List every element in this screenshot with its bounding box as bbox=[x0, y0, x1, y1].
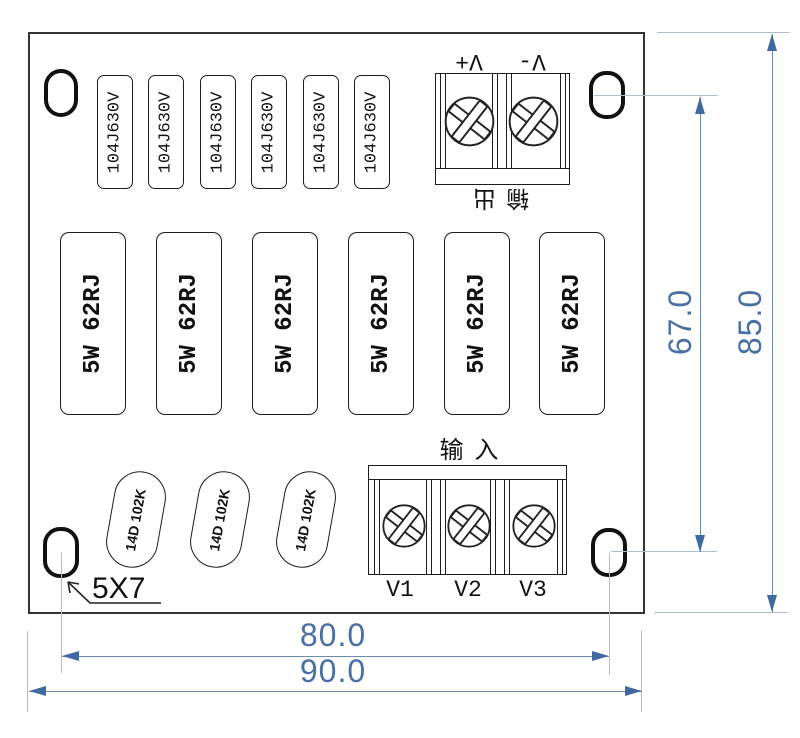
extension-line bbox=[27, 631, 28, 712]
dimension-line-85 bbox=[766, 34, 777, 612]
output-pin-label-vplus: V+ bbox=[455, 48, 483, 74]
screw-icon bbox=[512, 504, 556, 548]
terminal-rail bbox=[560, 74, 561, 169]
capacitor-label: 104J630V bbox=[105, 91, 125, 173]
resistor: 5W 62RJ bbox=[539, 232, 605, 415]
resistor: 5W 62RJ bbox=[252, 232, 318, 415]
resistor: 5W 62RJ bbox=[444, 232, 510, 415]
varistor-label: 14D 102K bbox=[206, 487, 234, 552]
resistor: 5W 62RJ bbox=[156, 232, 222, 415]
resistor: 5W 62RJ bbox=[60, 232, 126, 415]
capacitor-label: 104J630V bbox=[156, 91, 176, 173]
capacitor-label: 104J630V bbox=[362, 91, 382, 173]
terminal-rail bbox=[557, 480, 558, 574]
hole-callout-leader-arrow bbox=[67, 581, 161, 604]
resistor-label: 5W 62RJ bbox=[79, 273, 107, 374]
terminal-strip bbox=[368, 465, 567, 480]
capacitor: 104J630V bbox=[97, 75, 133, 189]
input-terminal-block bbox=[368, 465, 567, 575]
arrowhead-left-icon bbox=[62, 650, 79, 661]
varistor-label: 14D 102K bbox=[292, 487, 320, 552]
screw-icon bbox=[444, 96, 495, 147]
arrowhead-right-icon bbox=[592, 650, 609, 661]
input-terminal-title: 输 入 bbox=[439, 436, 501, 464]
capacitor-label: 104J630V bbox=[311, 91, 331, 173]
resistor-label: 5W 62RJ bbox=[271, 273, 299, 374]
arrowhead-left-icon bbox=[29, 685, 46, 696]
capacitor: 104J630V bbox=[354, 75, 390, 189]
dimension-value-hole-spacing-y: 67.0 bbox=[661, 288, 698, 356]
capacitor: 104J630V bbox=[200, 75, 236, 189]
extension-line bbox=[609, 553, 610, 675]
arrowhead-down-icon bbox=[694, 535, 705, 552]
terminal-rail bbox=[509, 480, 510, 574]
capacitor-label: 104J630V bbox=[259, 91, 279, 173]
arrowhead-up-icon bbox=[694, 97, 705, 114]
output-terminal-title: 输 出 bbox=[470, 186, 530, 212]
input-pin-label-v1: V1 bbox=[386, 577, 414, 603]
terminal-rail bbox=[379, 480, 380, 574]
arrowhead-up-icon bbox=[766, 34, 777, 51]
dimension-value-hole-spacing-x: 80.0 bbox=[299, 616, 367, 653]
mounting-hole-top-left bbox=[44, 69, 78, 117]
arrowhead-down-icon bbox=[766, 595, 777, 612]
output-terminal-block bbox=[435, 73, 570, 185]
arrowhead-right-icon bbox=[625, 685, 642, 696]
terminal-rail bbox=[445, 480, 446, 574]
dimension-value-board-width: 90.0 bbox=[299, 652, 367, 689]
input-pin-label-v2: V2 bbox=[454, 577, 482, 603]
screw-icon bbox=[447, 504, 491, 548]
terminal-rail bbox=[426, 480, 427, 574]
capacitor: 104J630V bbox=[148, 75, 184, 189]
resistor-label: 5W 62RJ bbox=[558, 273, 586, 374]
resistor-label: 5W 62RJ bbox=[463, 273, 491, 374]
capacitor-label: 104J630V bbox=[208, 91, 228, 173]
input-pin-label-v3: V3 bbox=[519, 577, 547, 603]
screw-icon bbox=[382, 504, 426, 548]
dimension-value-board-height: 85.0 bbox=[731, 288, 768, 356]
extension-line bbox=[611, 551, 717, 552]
output-pin-label-vminus: V- bbox=[518, 48, 546, 74]
dimension-line-67 bbox=[694, 97, 705, 552]
hole-size-label: 5X7 bbox=[92, 572, 146, 605]
extension-line bbox=[657, 32, 790, 33]
varistor-label: 14D 102K bbox=[122, 487, 150, 552]
capacitor: 104J630V bbox=[303, 75, 339, 189]
resistor: 5W 62RJ bbox=[348, 232, 414, 415]
extension-line bbox=[594, 95, 718, 96]
dimension-line-90 bbox=[29, 685, 642, 696]
extension-line bbox=[641, 630, 642, 712]
resistor-label: 5W 62RJ bbox=[367, 273, 395, 374]
resistor-label: 5W 62RJ bbox=[175, 273, 203, 374]
extension-line bbox=[654, 612, 788, 613]
extension-line bbox=[61, 553, 62, 673]
terminal-strip bbox=[435, 168, 570, 185]
dimension-line-80 bbox=[62, 650, 609, 661]
capacitor: 104J630V bbox=[251, 75, 287, 189]
screw-icon bbox=[508, 96, 559, 147]
